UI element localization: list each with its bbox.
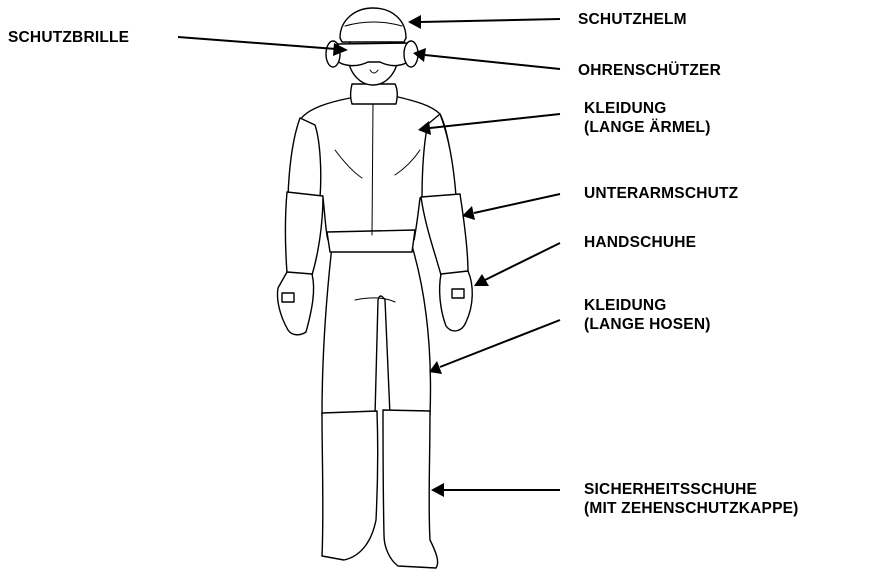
label-kleidung-aermel-line1: KLEIDUNG <box>584 99 711 118</box>
glove-right <box>440 271 473 331</box>
glove-patch-right <box>452 289 464 298</box>
arrow-ohrenschuetzer <box>425 55 560 69</box>
glove-left <box>277 272 313 335</box>
sleeve-left <box>288 118 321 198</box>
waistband <box>327 230 415 252</box>
boot-right <box>383 410 438 568</box>
forearm-guard-right <box>421 194 468 275</box>
label-unterarmschutz: UNTERARMSCHUTZ <box>584 184 738 203</box>
arrow-schutzbrille <box>178 37 336 49</box>
label-handschuhe: HANDSCHUHE <box>584 233 696 252</box>
label-kleidung-hosen: KLEIDUNG (LANGE HOSEN) <box>584 296 711 334</box>
arrow-kleidung-aermel <box>430 114 560 128</box>
label-sicherheitsschuhe-line2: (MIT ZEHENSCHUTZKAPPE) <box>584 499 799 518</box>
arrow-schutzhelm <box>420 19 560 22</box>
boot-left <box>322 411 378 560</box>
label-kleidung-aermel: KLEIDUNG (LANGE ÄRMEL) <box>584 99 711 137</box>
label-sicherheitsschuhe-line1: SICHERHEITSSCHUHE <box>584 480 799 499</box>
label-schutzhelm: SCHUTZHELM <box>578 10 687 29</box>
label-kleidung-hosen-line1: KLEIDUNG <box>584 296 711 315</box>
label-kleidung-aermel-line2: (LANGE ÄRMEL) <box>584 118 711 137</box>
label-sicherheitsschuhe: SICHERHEITSSCHUHE (MIT ZEHENSCHUTZKAPPE) <box>584 480 799 518</box>
label-kleidung-hosen-line2: (LANGE HOSEN) <box>584 315 711 334</box>
glove-patch-left <box>282 293 294 302</box>
label-ohrenschuetzer: OHRENSCHÜTZER <box>578 61 721 80</box>
label-schutzbrille: SCHUTZBRILLE <box>8 28 129 47</box>
goggles <box>336 43 410 66</box>
pants <box>322 246 430 415</box>
arrow-unterarmschutz <box>474 194 560 213</box>
collar <box>351 84 398 104</box>
forearm-guard-left <box>286 192 324 275</box>
arrow-handschuhe <box>485 243 560 280</box>
